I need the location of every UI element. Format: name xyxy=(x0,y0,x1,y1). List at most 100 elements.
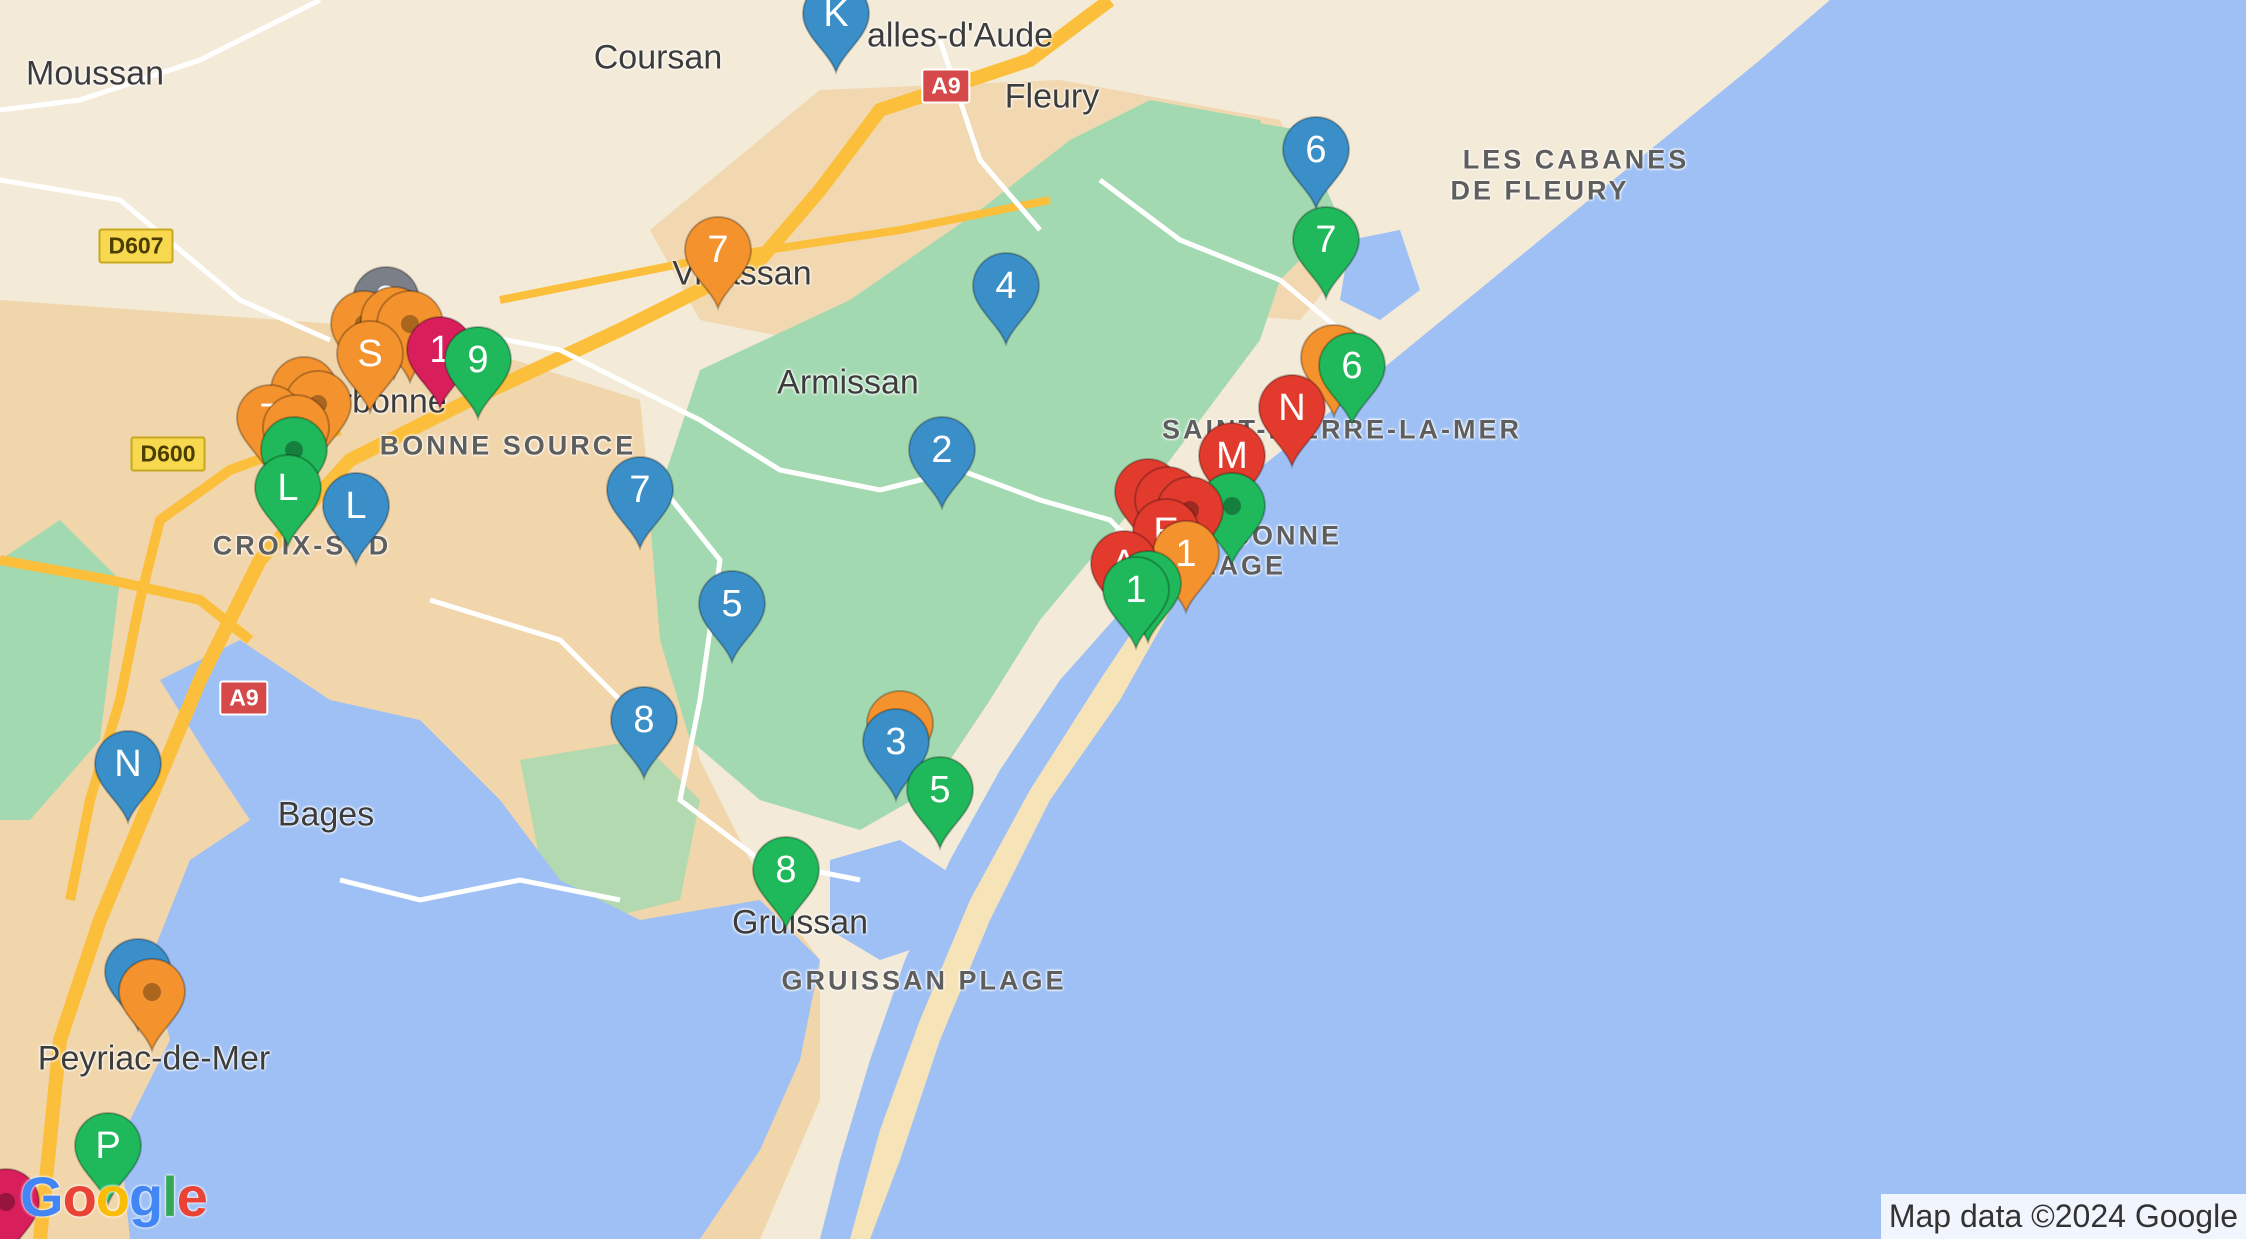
etang-gruissan xyxy=(830,840,960,960)
map-marker-5[interactable]: 5 xyxy=(695,568,769,666)
marker-label: 2 xyxy=(931,429,953,471)
map-marker-7[interactable]: 7 xyxy=(603,454,677,552)
map-pin-icon xyxy=(73,1112,143,1208)
route-d6009 xyxy=(0,425,342,901)
place-label-fleury: Fleury xyxy=(1004,77,1100,116)
map-pin-icon xyxy=(1317,332,1387,428)
map-marker-unlabeled[interactable] xyxy=(115,956,189,1054)
marker-label: 7 xyxy=(1315,219,1337,261)
place-label-gruissan-plage: GRUISSAN PLAGE xyxy=(781,965,1067,996)
marker-label: 8 xyxy=(775,849,797,891)
map-marker-7[interactable]: 7 xyxy=(681,214,755,312)
map-marker-9[interactable]: 9 xyxy=(441,324,515,422)
map-marker-n[interactable]: N xyxy=(91,728,165,826)
map-pin-icon xyxy=(609,686,679,782)
map-marker-8[interactable]: 8 xyxy=(749,834,823,932)
logo-letter: l xyxy=(162,1165,178,1228)
map-copyright[interactable]: Map data ©2024 Google xyxy=(1880,1194,2246,1239)
logo-letter: e xyxy=(176,1165,208,1228)
map-pin-icon xyxy=(905,756,975,852)
place-label-les-cabanes: LES CABANES xyxy=(1462,144,1690,175)
marker-label: L xyxy=(345,485,367,527)
place-label-moussan: Moussan xyxy=(26,54,164,93)
map-marker-l[interactable]: L xyxy=(319,470,393,568)
logo-letter: o xyxy=(62,1165,97,1228)
map-marker-3[interactable]: 3 xyxy=(859,706,933,804)
map-marker-s[interactable]: S xyxy=(333,318,407,416)
marker-label: 1 xyxy=(1175,533,1197,575)
marker-label: 3 xyxy=(885,721,907,763)
lagoon-small xyxy=(1340,230,1420,320)
map-pin-icon xyxy=(801,0,871,76)
map-pin-icon xyxy=(1291,206,1361,302)
place-label-bages: Bages xyxy=(277,795,375,834)
marker-label: K xyxy=(823,0,849,35)
marker-label: N xyxy=(1278,387,1306,429)
route-shield-d600: D600 xyxy=(130,436,206,472)
map-pin-icon xyxy=(321,472,391,568)
map-marker-5[interactable]: 5 xyxy=(903,754,977,852)
map-pin-icon xyxy=(443,326,513,422)
marker-label: 8 xyxy=(633,699,655,741)
map-pin-icon xyxy=(907,416,977,512)
map-pin-icon xyxy=(253,454,323,550)
park-west xyxy=(0,520,120,820)
place-label-gruissan: Gruissan xyxy=(731,903,869,942)
map-marker-unlabeled[interactable] xyxy=(0,1166,43,1239)
map-marker-7[interactable]: 7 xyxy=(1289,204,1363,302)
map-marker-6[interactable]: 6 xyxy=(1279,114,1353,212)
map-marker-k[interactable]: K xyxy=(799,0,873,76)
map-pin-icon xyxy=(1281,116,1351,212)
marker-label: 6 xyxy=(1341,345,1363,387)
map-marker-n[interactable]: N xyxy=(1255,372,1329,470)
map-marker-8[interactable]: 8 xyxy=(607,684,681,782)
marker-label: N xyxy=(114,743,142,785)
map-marker-4[interactable]: 4 xyxy=(969,250,1043,348)
map-pin-icon xyxy=(1257,374,1327,470)
marker-label: 5 xyxy=(721,583,743,625)
marker-label: 7 xyxy=(629,469,651,511)
map-pin-icon xyxy=(335,320,405,416)
map-pin-icon xyxy=(1197,422,1267,518)
map-marker-m[interactable]: M xyxy=(1195,420,1269,518)
map-pin-icon xyxy=(751,836,821,932)
route-shield-a9-north: A9 xyxy=(921,68,971,104)
map-pin-icon xyxy=(697,570,767,666)
marker-label: 6 xyxy=(1305,129,1327,171)
map-pin-icon xyxy=(861,708,931,804)
map-pin-icon xyxy=(93,730,163,826)
etang-bages xyxy=(120,640,820,1239)
route-shield-a9-south: A9 xyxy=(219,680,269,716)
marker-label: S xyxy=(357,333,383,375)
map-pin-icon xyxy=(0,1168,41,1239)
marker-label: P xyxy=(95,1125,121,1167)
marker-label: 1 xyxy=(1125,569,1147,611)
place-label-salles-d-aude: alles-d'Aude xyxy=(866,16,1054,55)
logo-letter: G xyxy=(20,1165,64,1228)
marker-label: 5 xyxy=(929,769,951,811)
route-shield-d607: D607 xyxy=(98,228,174,264)
beach-strip xyxy=(850,540,1210,1239)
marker-label: 7 xyxy=(707,229,729,271)
map-marker-6[interactable]: 6 xyxy=(1315,330,1389,428)
map-pin-icon xyxy=(605,456,675,552)
google-logo: Google xyxy=(20,1164,208,1229)
map-pin-icon xyxy=(971,252,1041,348)
map-pin-icon xyxy=(683,216,753,312)
map-marker-2[interactable]: 2 xyxy=(905,414,979,512)
logo-letter: g xyxy=(129,1165,163,1228)
marker-label: 9 xyxy=(467,339,489,381)
marker-label: M xyxy=(1216,435,1248,477)
logo-letter: o xyxy=(95,1165,130,1228)
map-marker-1[interactable]: 1 xyxy=(1099,554,1173,652)
place-label-coursan: Coursan xyxy=(593,38,723,77)
map-marker-p[interactable]: P xyxy=(71,1110,145,1208)
marker-label: 4 xyxy=(995,265,1017,307)
place-label-de-fleury: DE FLEURY xyxy=(1450,175,1630,206)
park-marsh xyxy=(520,740,700,920)
map-marker-l[interactable]: L xyxy=(251,452,325,550)
map-pin-icon xyxy=(1101,556,1171,652)
motorway-a9 xyxy=(33,0,1115,1239)
park-north xyxy=(1050,110,1340,300)
